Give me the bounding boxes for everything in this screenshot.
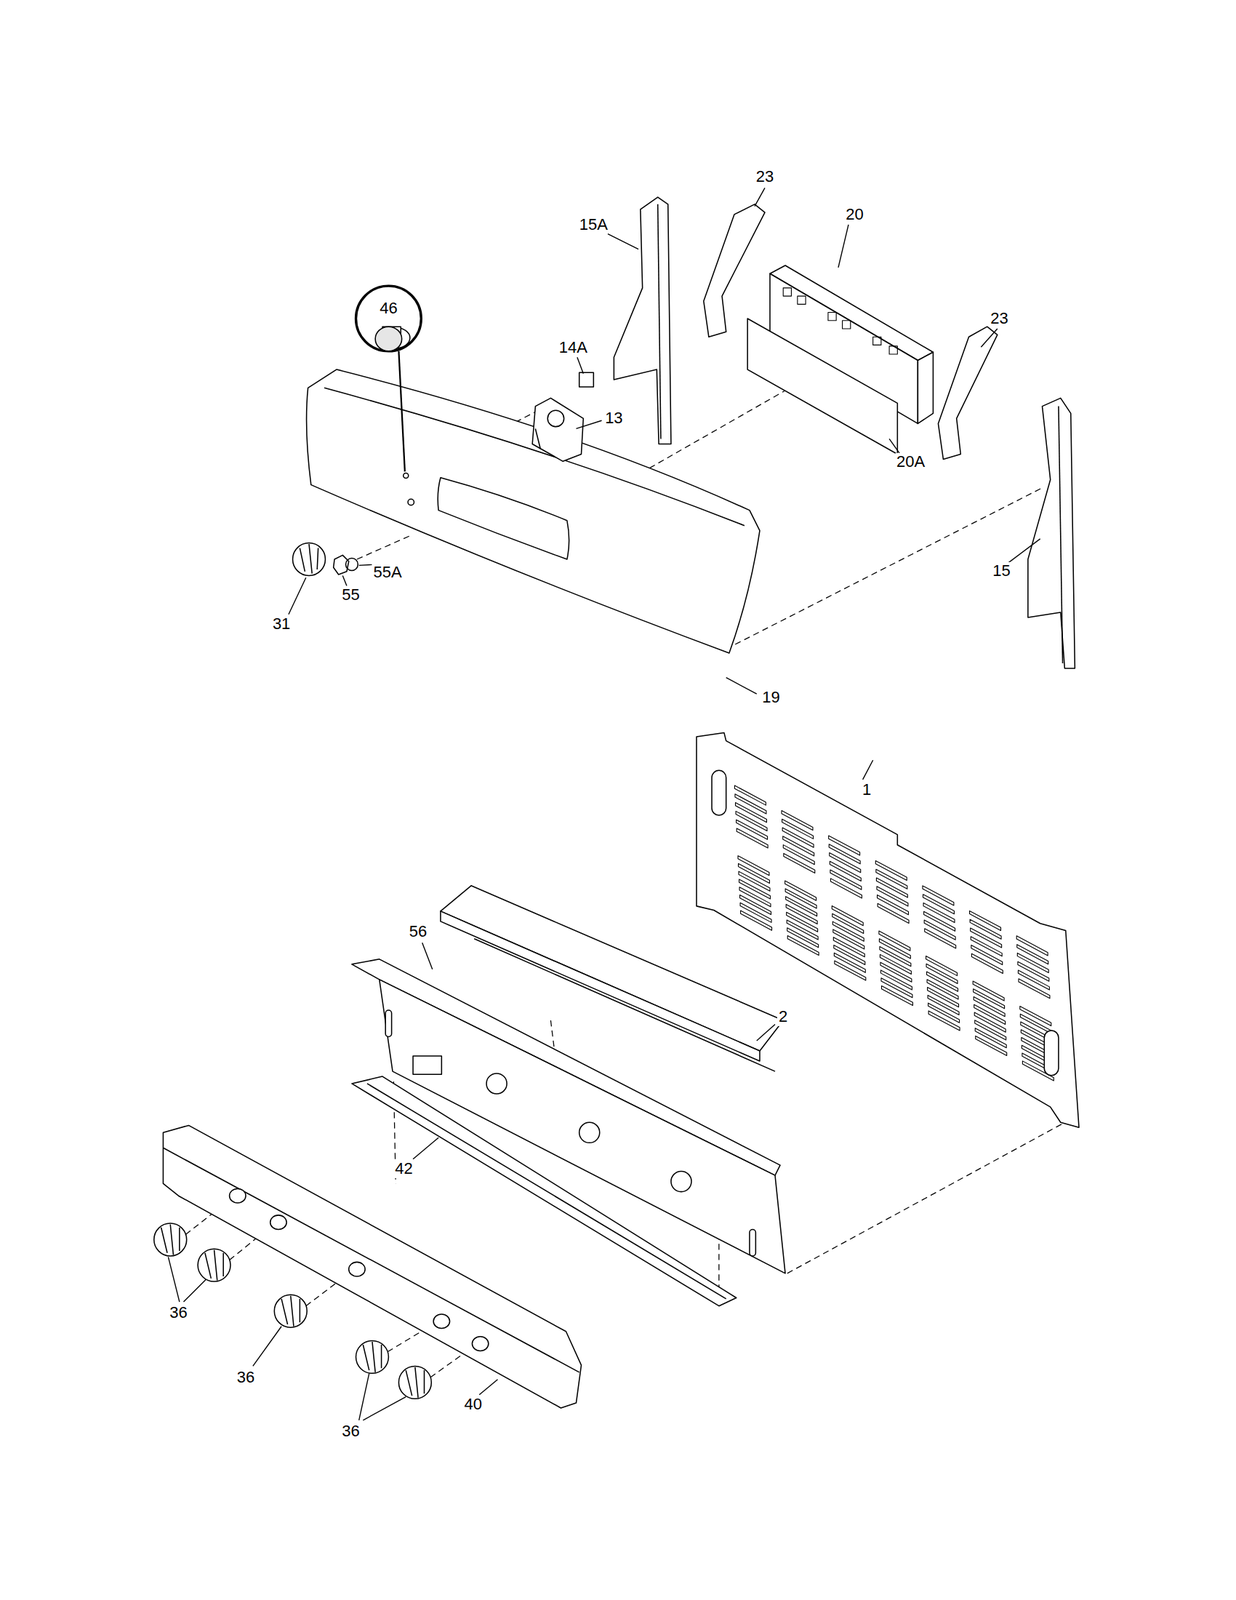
louver-slot — [783, 852, 816, 873]
louver-slot — [975, 1035, 1007, 1055]
callout-number: 15 — [990, 562, 1012, 580]
callout-number: 1 — [860, 780, 873, 799]
callout-number: 2 — [777, 1007, 789, 1026]
detail-circle — [356, 285, 422, 472]
louver-slot — [787, 935, 819, 956]
callout-number: 15A — [578, 215, 610, 233]
callout-number: 13 — [603, 409, 624, 427]
side-bracket — [613, 197, 672, 444]
louver-slot — [834, 960, 866, 981]
callout-number: 14A — [557, 338, 589, 357]
callout-number: 36 — [235, 1367, 256, 1386]
louver-slot — [928, 1010, 960, 1031]
switches — [532, 372, 594, 461]
backguard-panel — [306, 369, 760, 653]
callout-number: 36 — [340, 1422, 361, 1440]
louver-slot — [830, 878, 862, 898]
callout-number: 23 — [988, 309, 1010, 328]
side-bracket — [1028, 397, 1076, 669]
callout-number: 36 — [167, 1303, 189, 1322]
leader-lines — [167, 187, 1040, 1420]
callout-number: 19 — [760, 688, 781, 706]
overlay — [747, 318, 898, 455]
callout-number: 20 — [844, 205, 865, 223]
callout-number: 55 — [340, 586, 361, 604]
callout-number: 40 — [463, 1395, 484, 1413]
louver-slot — [924, 928, 957, 949]
callout-number: 56 — [407, 922, 429, 941]
end-cap — [703, 204, 998, 460]
back-panel — [696, 732, 1079, 1127]
callout-number: 46 — [378, 299, 399, 317]
louver-slot — [736, 828, 768, 848]
louver-slot — [877, 903, 909, 923]
louver-slot — [971, 953, 1003, 973]
louver-slot — [1018, 978, 1050, 999]
front-panel — [162, 1124, 581, 1408]
callout-number: 42 — [393, 1159, 414, 1178]
callout-number: 31 — [271, 615, 292, 633]
callout-number: 20A — [895, 452, 927, 471]
burner-knobs — [154, 1222, 432, 1399]
callout-number: 55A — [371, 563, 403, 581]
louver-slot — [740, 910, 773, 930]
oven-knob-parts — [293, 543, 359, 576]
callout-number: 23 — [754, 167, 776, 186]
louver-slot — [881, 985, 913, 1005]
